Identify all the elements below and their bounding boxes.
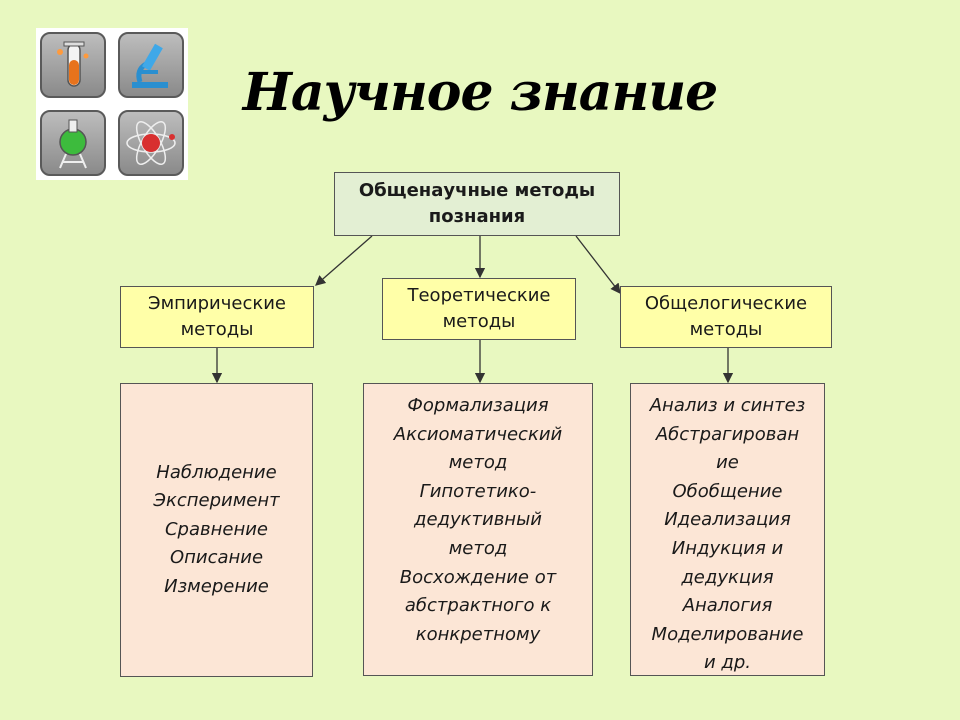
list-item: Гипотетико- xyxy=(419,480,537,502)
list-item: Наблюдение xyxy=(156,461,277,483)
list-item: Аксиоматический xyxy=(393,423,563,445)
category-line: методы xyxy=(442,311,516,332)
arrow-root-to-logical xyxy=(575,235,621,295)
list-item: метод xyxy=(448,537,508,559)
list-item: Сравнение xyxy=(164,518,269,540)
page-title: Научное знание xyxy=(242,62,718,123)
science-icons-panel xyxy=(36,28,188,180)
list-item: конкретному xyxy=(415,623,541,645)
list-item: Абстрагирован xyxy=(655,423,800,445)
category-line: методы xyxy=(689,319,763,340)
list-item: Обобщение xyxy=(672,480,783,502)
list-item: Идеализация xyxy=(664,509,791,531)
list-item: Моделирование xyxy=(651,623,804,645)
atom-icon xyxy=(118,110,184,176)
category-empirical-methods: Эмпирические методы xyxy=(120,286,314,348)
list-item: Индукция и xyxy=(671,537,784,559)
root-node-line: познания xyxy=(428,206,526,227)
list-item: Измерение xyxy=(164,575,269,597)
list-item: абстрактного к xyxy=(404,595,552,617)
list-item: ие xyxy=(716,452,739,474)
root-node-general-methods: Общенаучные методы познания xyxy=(334,172,620,236)
list-item: Анализ и синтез xyxy=(649,395,806,416)
list-item: Восхождение от xyxy=(399,566,557,588)
root-node-line: Общенаучные методы xyxy=(358,180,596,201)
list-item: Формализация xyxy=(407,395,549,416)
flask-icon xyxy=(40,110,106,176)
category-line: Общелогические xyxy=(644,293,808,314)
list-item: дедуктивный xyxy=(414,509,542,531)
list-item: Описание xyxy=(169,547,264,569)
arrow-root-to-empirical xyxy=(315,235,373,286)
list-item: дедукция xyxy=(681,566,774,588)
list-item: и др. xyxy=(703,652,751,674)
list-item: метод xyxy=(448,452,508,474)
category-line: методы xyxy=(180,319,254,340)
category-theoretical-methods: Теоретические методы xyxy=(382,278,576,340)
list-item: Эксперимент xyxy=(153,490,280,512)
theoretical-methods-list: Формализация Аксиоматический метод Гипот… xyxy=(363,383,593,676)
category-line: Теоретические xyxy=(407,285,551,306)
test-tube-icon xyxy=(40,32,106,98)
category-line: Эмпирические xyxy=(148,293,286,314)
logical-methods-list: Анализ и синтез Абстрагирован ие Обобщен… xyxy=(630,383,825,676)
category-logical-methods: Общелогические методы xyxy=(620,286,832,348)
empirical-methods-list: Наблюдение Эксперимент Сравнение Описани… xyxy=(120,383,313,677)
microscope-icon xyxy=(118,32,184,98)
list-item: Аналогия xyxy=(682,595,773,617)
